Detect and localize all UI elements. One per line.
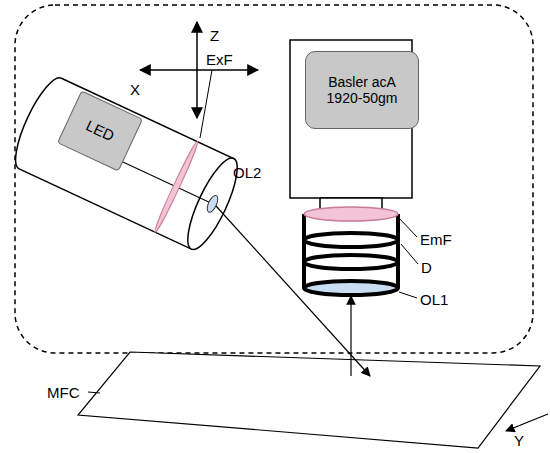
- part-label: EmF: [420, 232, 452, 247]
- diaphragm: [304, 233, 398, 247]
- axis-label: Y: [514, 433, 524, 448]
- emission-filter: [304, 207, 398, 221]
- lens-barrel: [302, 214, 306, 288]
- mfc-chip: [78, 352, 540, 448]
- lens-ring: [304, 255, 398, 269]
- emission-beam: [350, 296, 351, 376]
- axis-label: Z: [210, 28, 219, 43]
- part-label: D: [421, 260, 432, 275]
- axis-label: X: [130, 82, 140, 97]
- leader-line: [88, 392, 100, 393]
- x-axis-arrow: [140, 69, 258, 71]
- leader-line: [200, 70, 212, 138]
- node-text: Basler acA 1920-50gm: [312, 74, 412, 106]
- objective-lens-2: [205, 194, 220, 214]
- part-label: OL1: [420, 292, 448, 307]
- camera-sensor: Basler acA 1920-50gm: [305, 51, 419, 129]
- leader-line: [401, 244, 418, 264]
- excitation-filter: [152, 140, 200, 233]
- lens-barrel: [396, 214, 400, 288]
- light-path: [122, 162, 213, 204]
- objective-lens-1: [304, 281, 398, 295]
- led-housing: [6, 72, 246, 255]
- part-label: OL2: [233, 165, 261, 180]
- leader-line: [399, 218, 417, 237]
- y-axis-arrow: [506, 414, 548, 431]
- led-source: LED: [57, 90, 143, 171]
- part-label: MFC: [47, 385, 80, 400]
- leader-line: [399, 292, 417, 298]
- part-label: ExF: [206, 52, 233, 67]
- node-text: LED: [83, 117, 117, 145]
